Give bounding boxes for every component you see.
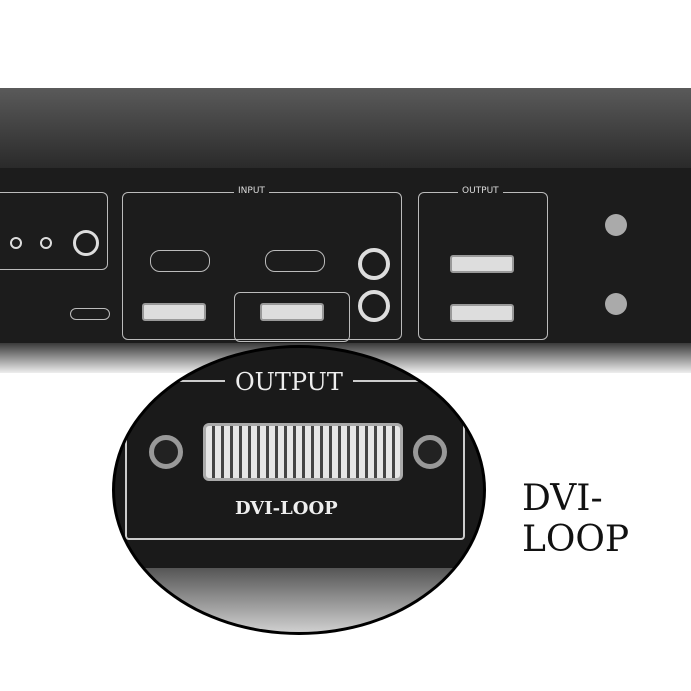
output-label: OUTPUT — [458, 186, 503, 196]
dvi-output-port — [450, 304, 514, 322]
dvi-loop-port — [260, 303, 324, 321]
dvi-connector — [203, 423, 403, 481]
screw-hole-icon — [413, 435, 447, 469]
hdmi-port — [70, 308, 110, 320]
vga-port — [265, 250, 325, 272]
zoom-connector-label: DVI-LOOP — [235, 498, 338, 519]
zoom-title: OUTPUT — [225, 368, 353, 396]
dvi-loop-group — [234, 292, 350, 342]
dvi-output-port — [450, 255, 514, 273]
zoom-bottom-edge — [115, 568, 483, 632]
vga-port — [150, 250, 210, 272]
input-label: INPUT — [234, 186, 269, 196]
device-top-cover — [0, 88, 691, 168]
panel-button — [605, 214, 627, 236]
bnc-port — [358, 248, 390, 280]
panel-button — [605, 293, 627, 315]
audio-jack — [10, 237, 22, 249]
audio-jack — [40, 237, 52, 249]
zoom-callout: OUTPUT DVI-LOOP — [112, 345, 486, 635]
dvi-input-port — [142, 303, 206, 321]
audio-group — [0, 192, 108, 270]
screw-hole-icon — [149, 435, 183, 469]
side-label: DVI-LOOP — [522, 478, 630, 560]
bnc-port — [358, 290, 390, 322]
audio-jack — [73, 230, 99, 256]
